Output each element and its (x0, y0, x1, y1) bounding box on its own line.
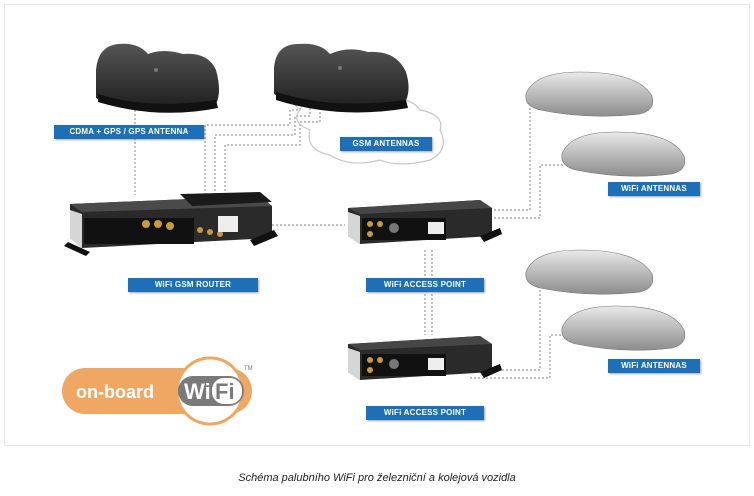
wifi-antenna-icon-1 (525, 71, 654, 117)
logo-tm-text: TM (244, 366, 253, 372)
wifi-antenna-icon-2 (561, 131, 686, 177)
label-wifi-access-point-bottom: WiFi ACCESS POINT (366, 406, 484, 420)
logo-wi-text: Wi (184, 379, 211, 404)
label-gsm-antennas: GSM ANTENNAS (340, 137, 432, 151)
wifi-access-point-icon-1 (348, 200, 502, 244)
logo-onboard-text: on-board (76, 382, 154, 402)
label-wifi-access-point-top: WiFi ACCESS POINT (366, 278, 484, 292)
wifi-access-point-icon-2 (348, 336, 502, 380)
wire-gsm-3 (224, 92, 321, 195)
wifi-gsm-router-icon (64, 192, 278, 256)
label-cdma-gps-antenna: CDMA + GPS / GPS ANTENNA (54, 125, 204, 139)
label-wifi-antennas-bottom: WiFi ANTENNAS (608, 359, 700, 373)
gsm-antenna-icon (274, 43, 409, 113)
cdma-gps-antenna-icon (96, 43, 219, 113)
wire-ap2-ant4 (470, 334, 565, 379)
wire-gsm-2 (214, 92, 311, 195)
wifi-antenna-icon-3 (525, 249, 654, 295)
label-wifi-gsm-router: WiFi GSM ROUTER (128, 278, 258, 292)
wire-ap1-ant2 (470, 164, 565, 219)
logo-fi-text: Fi (215, 379, 235, 404)
wifi-antenna-icon-4 (561, 305, 686, 351)
figure-caption: Schéma palubního WiFi pro železniční a k… (238, 472, 516, 484)
onboard-wifi-logo: on-board Wi Fi TM (62, 356, 253, 426)
label-wifi-antennas-top: WiFi ANTENNAS (608, 182, 700, 196)
